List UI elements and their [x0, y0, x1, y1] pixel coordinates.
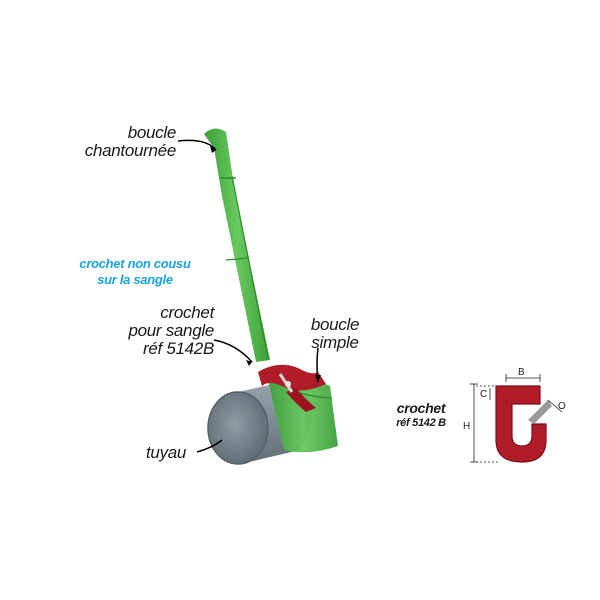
label-line: simple — [311, 333, 359, 352]
label-line: crochet — [160, 303, 214, 322]
label-line: réf 5142B — [142, 339, 214, 358]
label-boucle-simple: boucle simple — [300, 316, 370, 352]
label-line: sur la sangle — [97, 272, 173, 287]
label-crochet-non-cousu: crochet non cousu sur la sangle — [70, 256, 200, 288]
label-line: réf 5142 B — [396, 417, 446, 429]
label-crochet-ref: crochet réf 5142 B — [378, 400, 464, 430]
label-line: boucle — [310, 315, 360, 334]
dim-h: H — [463, 421, 470, 432]
hook-drawing — [470, 374, 563, 463]
label-line: crochet — [396, 400, 446, 416]
label-boucle-chantournee: boucle chantournée — [80, 123, 177, 160]
dim-b: B — [518, 367, 525, 378]
dim-c: C — [480, 389, 487, 400]
label-line: pour sangle — [128, 321, 214, 340]
hook-on-pipe — [258, 364, 326, 412]
label-line: tuyau — [146, 443, 187, 462]
label-tuyau: tuyau — [146, 444, 186, 462]
label-line: chantournée — [84, 141, 177, 160]
label-line: crochet non cousu — [79, 256, 191, 271]
label-crochet-pour-sangle: crochet pour sangle réf 5142B — [114, 304, 214, 358]
label-line: boucle — [127, 123, 177, 142]
long-strap — [204, 128, 270, 362]
dim-o: O — [558, 401, 566, 412]
